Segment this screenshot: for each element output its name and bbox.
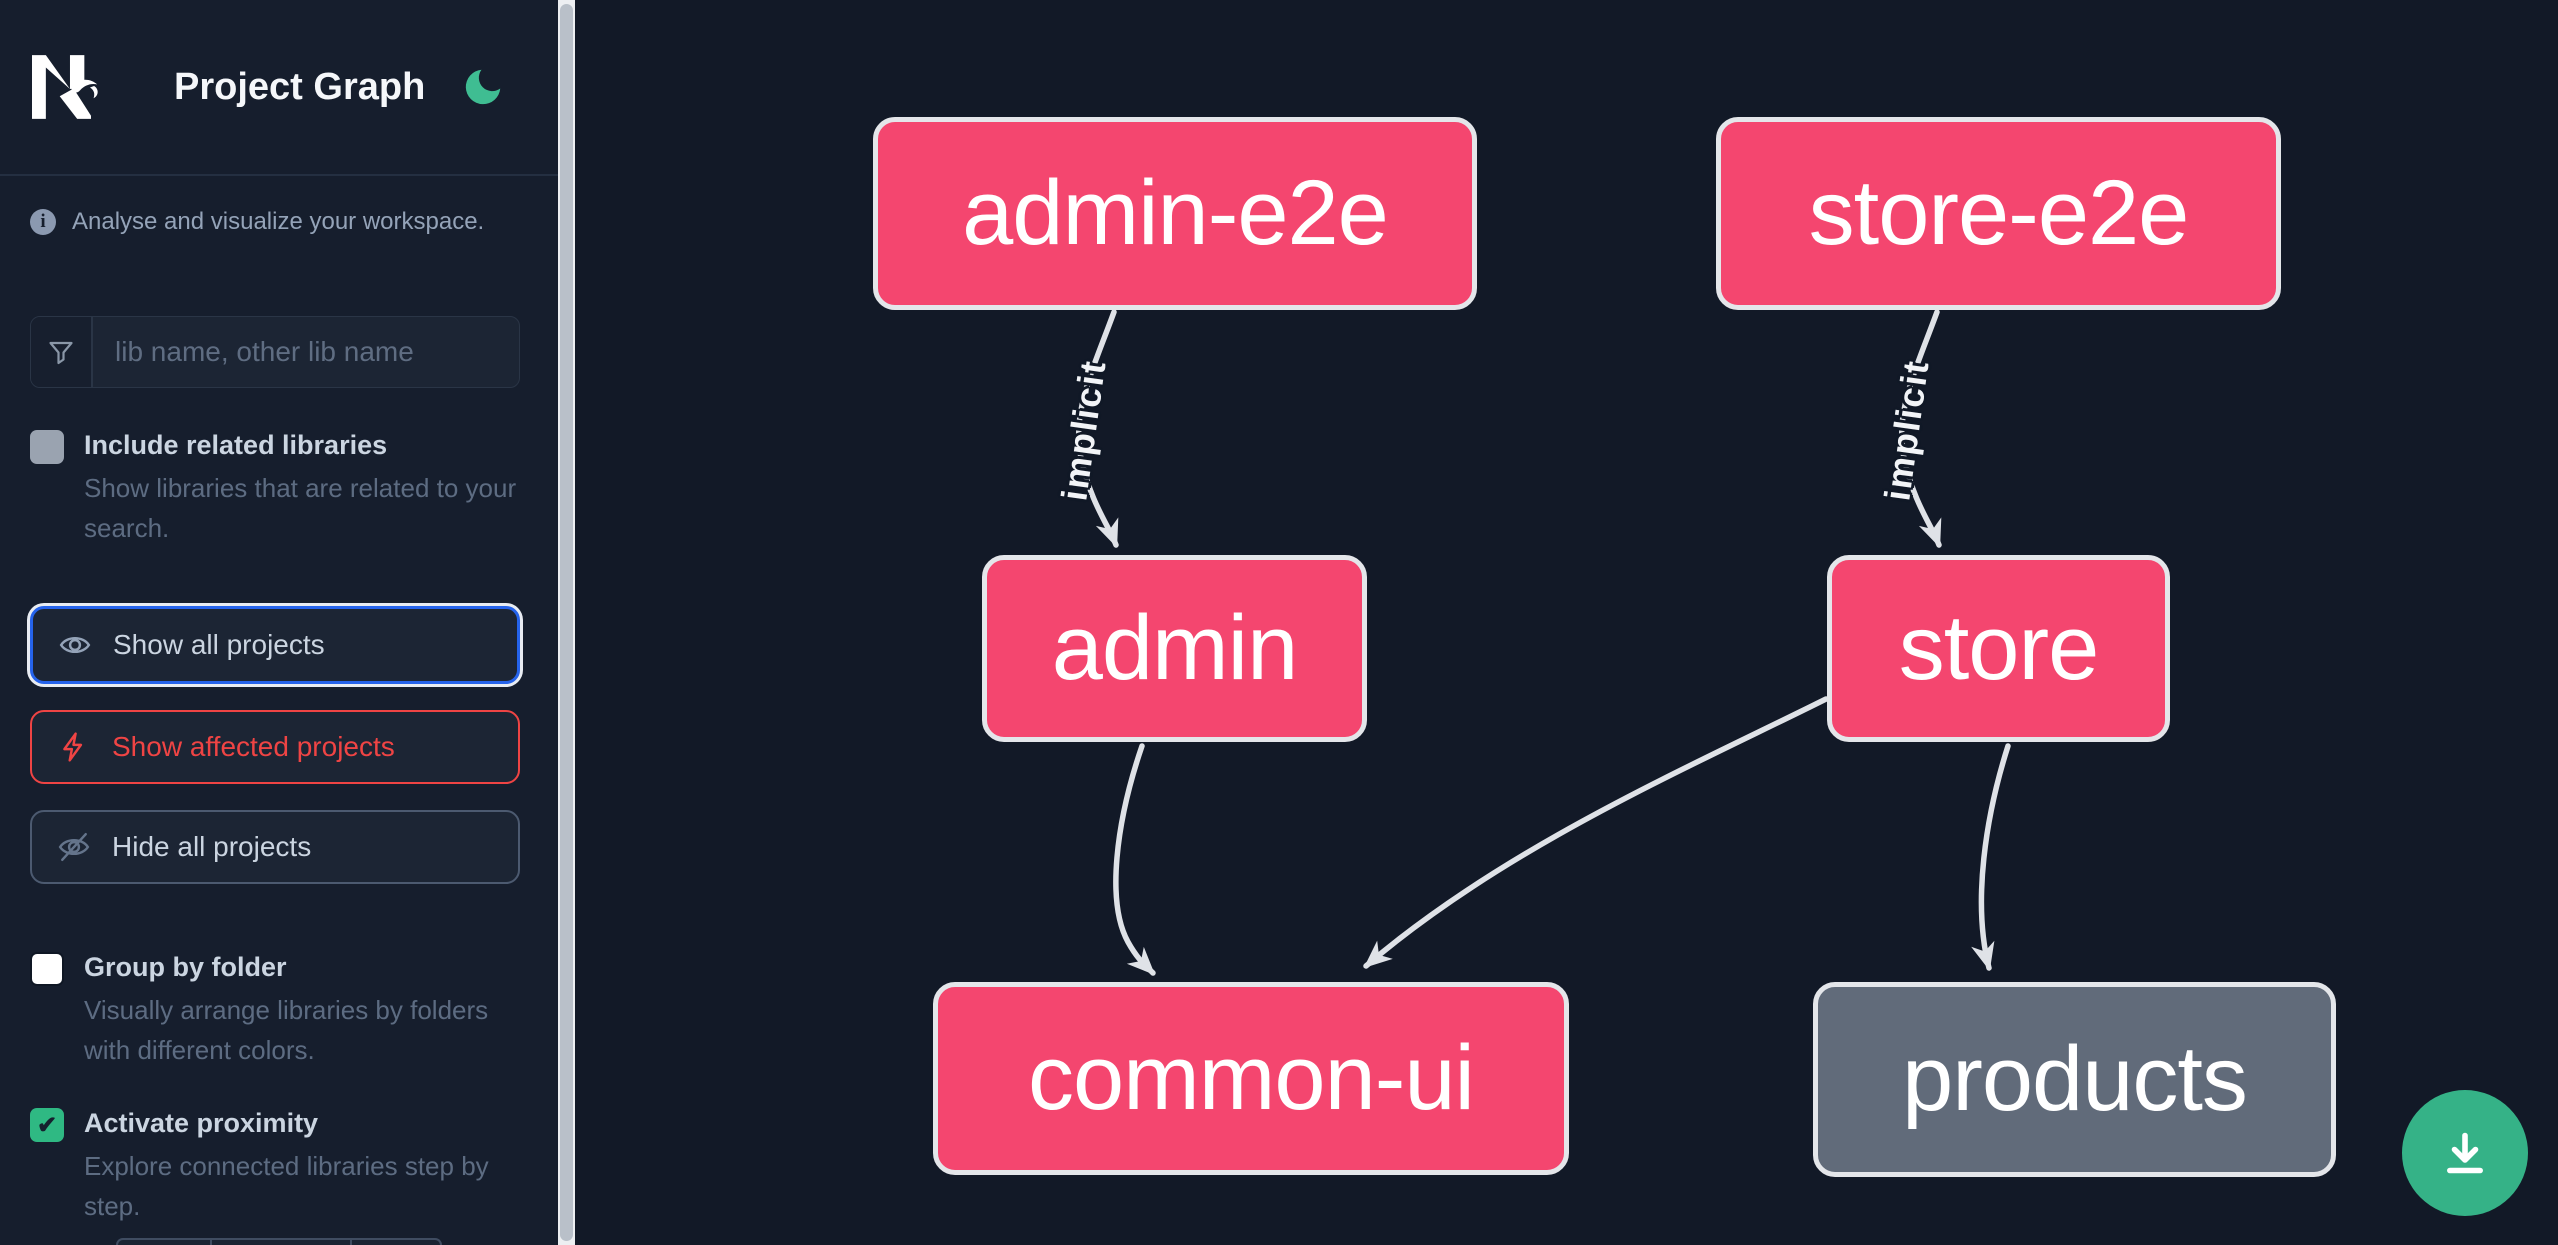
graph-edge-store-products[interactable] bbox=[1971, 743, 2011, 971]
graph-edge-admin-common-ui[interactable] bbox=[1113, 743, 1156, 976]
graph-edge-store-e2e-store[interactable] bbox=[1898, 309, 1942, 548]
proximity-stepper[interactable] bbox=[116, 1238, 442, 1245]
toggle-description: Explore connected libraries step by step… bbox=[84, 1151, 489, 1221]
toggle-description: Show libraries that are related to your … bbox=[84, 473, 517, 543]
download-icon bbox=[2437, 1125, 2493, 1181]
page-title: Project Graph bbox=[174, 65, 426, 108]
toggle-label: Include related libraries bbox=[84, 430, 388, 460]
moon-icon bbox=[460, 64, 506, 110]
graph-node-store[interactable]: store bbox=[1827, 555, 2170, 742]
search-filter bbox=[30, 316, 520, 388]
workspace-info: i Analyse and visualize your workspace. bbox=[30, 208, 520, 236]
sidebar-header: Project Graph bbox=[0, 0, 558, 176]
toggle-label: Group by folder bbox=[84, 952, 287, 982]
eye-icon bbox=[59, 629, 91, 661]
nx-logo-icon bbox=[32, 55, 110, 119]
search-input[interactable] bbox=[93, 317, 519, 387]
toggle-label: Activate proximity bbox=[84, 1108, 319, 1138]
bolt-icon bbox=[58, 731, 90, 763]
graph-node-products[interactable]: products bbox=[1813, 982, 2336, 1177]
scrollbar-thumb[interactable] bbox=[560, 4, 573, 1241]
toggle-activate-proximity: Activate proximity Explore connected lib… bbox=[30, 1106, 520, 1226]
activate-proximity-checkbox[interactable] bbox=[30, 1108, 64, 1142]
button-label: Show affected projects bbox=[112, 731, 395, 762]
toggle-include-related: Include related libraries Show libraries… bbox=[30, 428, 520, 548]
tagline: Analyse and visualize your workspace. bbox=[72, 208, 485, 235]
hide-all-projects-button[interactable]: Hide all projects bbox=[30, 810, 520, 884]
sidebar: Project Graph i Analyse and visualize yo… bbox=[0, 0, 558, 1245]
show-affected-projects-button[interactable]: Show affected projects bbox=[30, 710, 520, 784]
graph-node-admin-e2e[interactable]: admin-e2e bbox=[873, 117, 1477, 310]
info-icon: i bbox=[30, 209, 56, 235]
sidebar-scrollbar[interactable] bbox=[558, 0, 575, 1245]
graph-node-admin[interactable]: admin bbox=[982, 555, 1367, 742]
eye-off-icon bbox=[58, 831, 90, 863]
graph-edge-store-common-ui[interactable] bbox=[1363, 696, 1829, 969]
group-by-folder-checkbox[interactable] bbox=[30, 952, 64, 986]
toggle-description: Visually arrange libraries by folders wi… bbox=[84, 995, 489, 1065]
graph-node-store-e2e[interactable]: store-e2e bbox=[1716, 117, 2281, 310]
graph-node-common-ui[interactable]: common-ui bbox=[933, 982, 1569, 1175]
button-label: Hide all projects bbox=[112, 831, 312, 862]
filter-icon bbox=[31, 317, 93, 387]
toggle-group-by-folder: Group by folder Visually arrange librari… bbox=[30, 950, 520, 1070]
include-related-checkbox[interactable] bbox=[30, 430, 64, 464]
save-image-button[interactable] bbox=[2402, 1090, 2528, 1216]
show-all-projects-button[interactable]: Show all projects bbox=[30, 606, 520, 684]
dark-mode-toggle[interactable] bbox=[460, 64, 506, 110]
button-label: Show all projects bbox=[113, 629, 325, 660]
graph-edge-admin-e2e-admin[interactable] bbox=[1075, 309, 1119, 548]
